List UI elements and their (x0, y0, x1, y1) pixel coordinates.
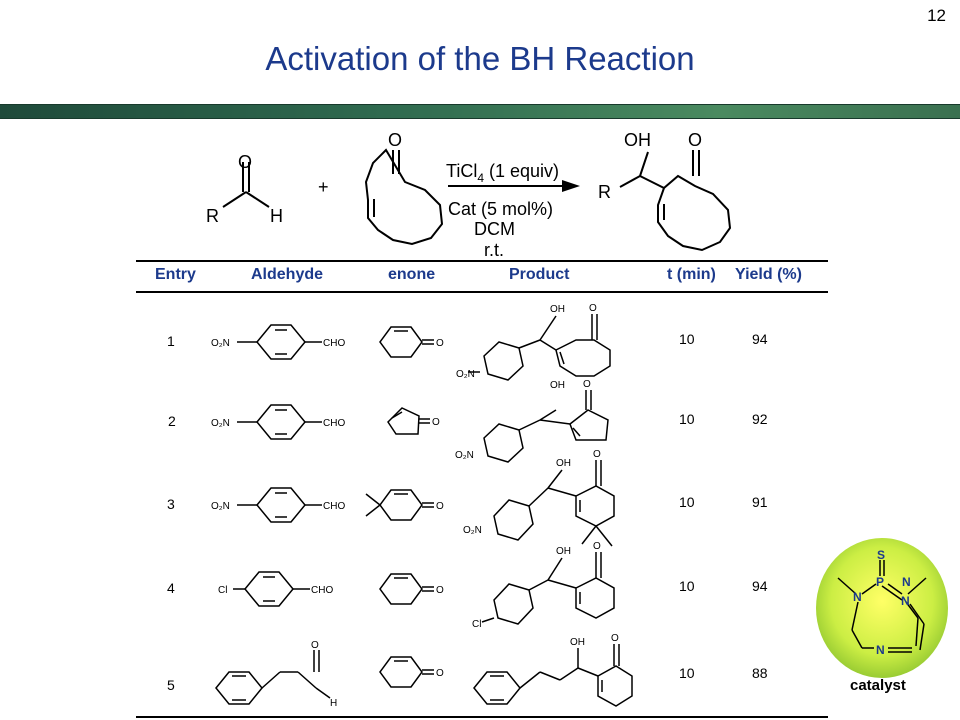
header-enone: enone (388, 266, 436, 283)
row5-product-o: O (611, 633, 619, 644)
header-product: Product (509, 266, 570, 283)
row1-time: 10 (679, 331, 695, 347)
catalyst-nitrogen-bridge: N (901, 594, 910, 608)
aldehyde-oxygen: O (238, 152, 252, 172)
row4-product-oh: OH (556, 546, 571, 557)
aldehyde-r-group: R (206, 206, 219, 226)
row4-enone-oxygen: O (436, 585, 444, 596)
plus-sign: + (318, 177, 329, 197)
row5-aldehyde-oxygen: O (311, 640, 319, 651)
row4-entry: 4 (167, 580, 175, 596)
row1-entry: 1 (167, 333, 175, 349)
table-bottom-rule (136, 716, 828, 718)
row1-product-oh: OH (550, 304, 565, 315)
row3-enone-oxygen: O (436, 501, 444, 512)
catalyst-label: catalyst (850, 677, 906, 694)
row3-entry: 3 (167, 496, 175, 512)
row4-time: 10 (679, 578, 695, 594)
row5-entry: 5 (167, 677, 175, 693)
row2-enone-oxygen: O (432, 417, 440, 428)
row2-aldehyde-sub: O₂N (211, 418, 230, 429)
row2-product-sub: O₂N (455, 450, 474, 461)
row2-product-oh: OH (550, 380, 565, 391)
slide-number: 12 (927, 6, 946, 25)
catalyst-nitrogen-right: N (902, 575, 911, 589)
product-r-group: R (598, 182, 611, 202)
header-time: t (min) (667, 266, 716, 283)
slide-title: Activation of the BH Reaction (265, 40, 695, 77)
row4-aldehyde-sub: Cl (218, 585, 227, 596)
catalyst-loading: Cat (5 mol%) (448, 199, 553, 219)
row2-time: 10 (679, 411, 695, 427)
header-entry: Entry (155, 266, 196, 283)
catalyst-phosphorus: P (876, 575, 884, 589)
row2-entry: 2 (168, 413, 176, 429)
row2-yield: 92 (752, 411, 768, 427)
reagent-label: TiCl4(1 equiv) (446, 161, 559, 185)
solvent-label: DCM (474, 219, 515, 239)
row2-product-o: O (583, 379, 591, 390)
temperature-label: r.t. (484, 240, 504, 260)
catalyst-sulfur: S (877, 548, 885, 562)
row5-aldehyde-hydrogen: H (330, 698, 337, 709)
row3-product-o: O (593, 449, 601, 460)
title-divider-bar (0, 104, 960, 119)
product-hydroxyl: OH (624, 130, 651, 150)
row3-product-oh: OH (556, 458, 571, 469)
row5-product-oh: OH (570, 637, 585, 648)
product-oxygen: O (688, 130, 702, 150)
catalyst-nitrogen-bottom: N (876, 643, 885, 657)
row3-yield: 91 (752, 494, 768, 510)
row5-time: 10 (679, 665, 695, 681)
table-header-rule (136, 291, 828, 293)
row1-yield: 94 (752, 331, 768, 347)
row3-product-sub: O₂N (463, 525, 482, 536)
aldehyde-hydrogen: H (270, 206, 283, 226)
row4-product-sub: Cl (472, 619, 481, 630)
row1-aldehyde-sub: O₂N (211, 338, 230, 349)
header-aldehyde: Aldehyde (251, 266, 324, 283)
row5-enone-oxygen: O (436, 668, 444, 679)
catalyst-nitrogen-left: N (853, 590, 862, 604)
catalyst-background (816, 538, 948, 678)
row4-product-o: O (593, 541, 601, 552)
reaction-scheme: O R H + O OH O R TiCl4(1 equiv) Cat (5 m… (206, 130, 732, 260)
enone-oxygen: O (388, 130, 402, 150)
row4-yield: 94 (752, 578, 768, 594)
row3-aldehyde-sub: O₂N (211, 501, 230, 512)
row1-product-sub: O₂N (456, 369, 475, 380)
row1-product-o: O (589, 303, 597, 314)
row2-aldehyde-group: CHO (323, 418, 345, 429)
table-top-rule (136, 260, 828, 262)
row3-time: 10 (679, 494, 695, 510)
row5-yield: 88 (752, 665, 768, 681)
row1-enone-oxygen: O (436, 338, 444, 349)
row3-aldehyde-group: CHO (323, 501, 345, 512)
row4-aldehyde-group: CHO (311, 585, 333, 596)
header-yield: Yield (%) (735, 266, 802, 283)
row1-aldehyde-group: CHO (323, 338, 345, 349)
